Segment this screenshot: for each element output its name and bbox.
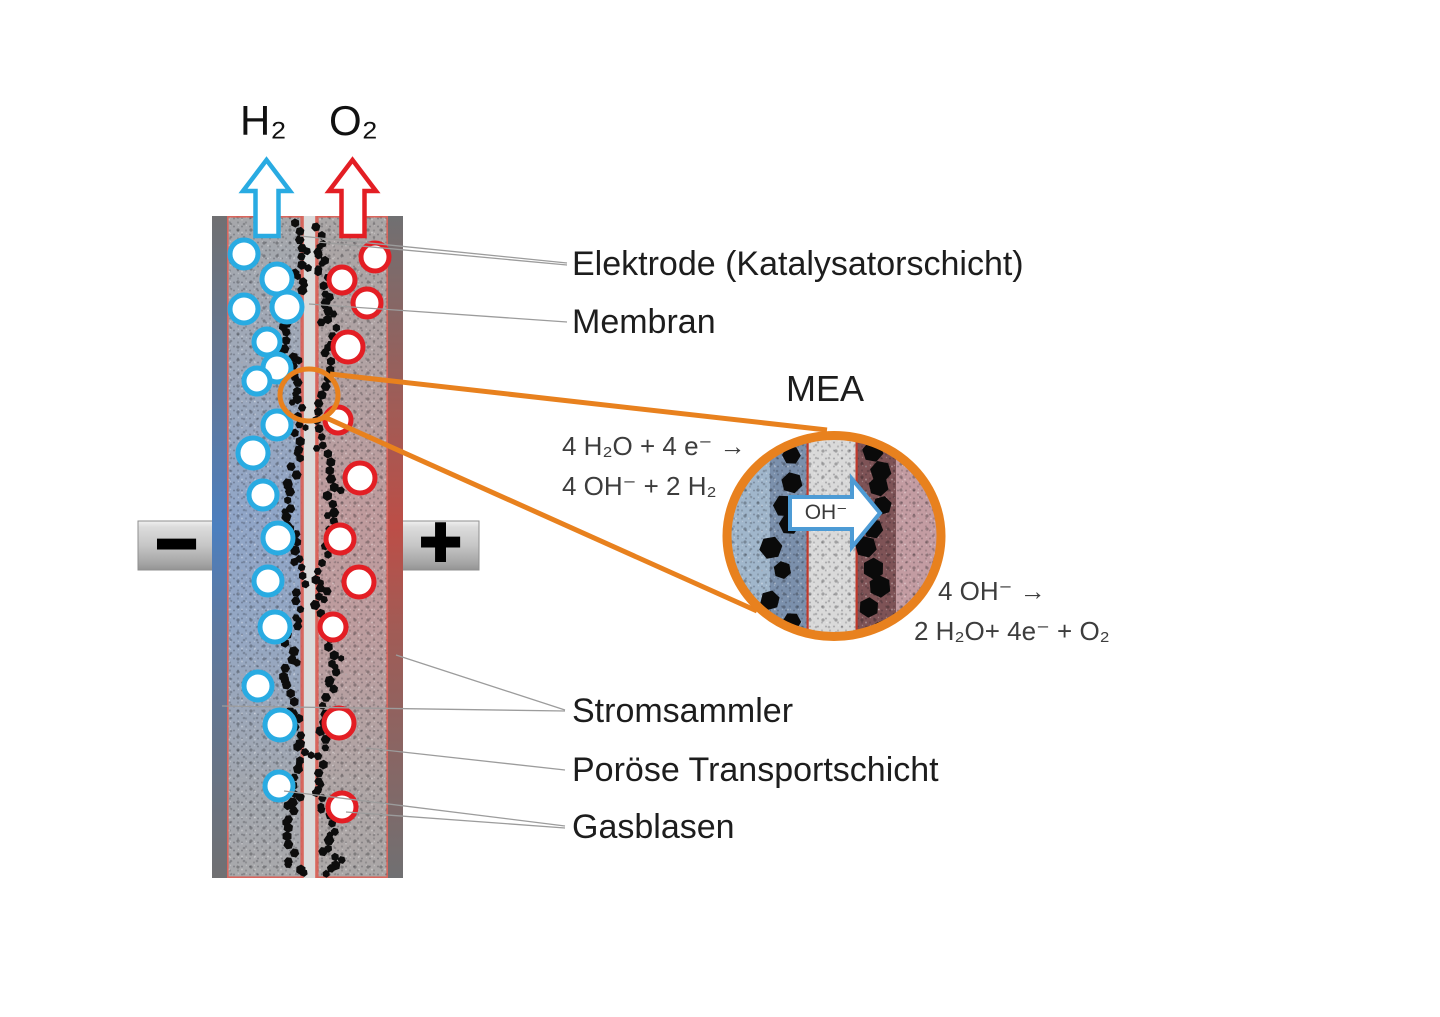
callout-line-elektrode-right <box>317 241 568 266</box>
label-gasblasen: Gasblasen <box>572 808 735 846</box>
o2-gas-bubbles <box>317 240 392 824</box>
membrane-edge-line <box>302 216 304 878</box>
callout-line-membran <box>308 303 568 323</box>
h2-up-arrow-icon <box>238 156 295 239</box>
mea-detail-view <box>722 431 946 641</box>
mea-zoom-ring <box>722 431 946 641</box>
porous-transport-layer-right <box>316 216 388 879</box>
o2-gas-label: O₂ <box>329 97 378 144</box>
membrane-edge-line <box>315 216 317 878</box>
label-membran: Membran <box>572 303 716 341</box>
callout-line-stromsammler-right <box>395 654 566 711</box>
current-collector-right <box>388 216 403 878</box>
zoom-connector-line-top <box>329 371 828 433</box>
callout-lines <box>221 235 568 829</box>
h2-gas-bubbles <box>227 237 305 803</box>
negative-terminal-sign: − <box>154 503 199 584</box>
cathode-reaction-equation: 4 H₂O + 4 e⁻ → 4 OH⁻ + 2 H₂ <box>562 426 746 506</box>
oh-ion-arrow-icon <box>788 473 883 553</box>
label-mea-title: MEA <box>786 368 865 409</box>
callout-line-poroese <box>365 747 566 771</box>
label-poroese-transportschicht: Poröse Transportschicht <box>572 751 939 789</box>
positive-terminal-sign: + <box>418 501 463 582</box>
oh-ion-arrow-label: OH⁻ <box>804 501 848 524</box>
callout-line-gasblasen-red <box>345 811 566 829</box>
callout-line-stromsammler-left <box>221 705 566 712</box>
electrolysis-cell <box>212 216 403 879</box>
h2-gas-label: H₂ <box>240 97 287 144</box>
positive-terminal <box>401 520 480 571</box>
zoom-connector-line-bottom <box>320 413 759 614</box>
callout-line-gasblasen-blue <box>283 790 566 827</box>
cathode-reaction-line2: 4 OH⁻ + 2 H₂ <box>562 471 717 501</box>
current-collector-left <box>212 216 227 878</box>
label-elektrode: Elektrode (Katalysatorschicht) <box>572 245 1024 283</box>
membrane-layer <box>302 216 317 878</box>
negative-terminal <box>137 520 216 571</box>
cathode-reaction-line1: 4 H₂O + 4 e⁻ → <box>562 431 746 461</box>
anode-reaction-line2: 2 H₂O+ 4e⁻ + O₂ <box>914 616 1110 646</box>
callout-line-elektrode-left <box>299 235 568 264</box>
o2-up-arrow-icon <box>324 156 381 239</box>
label-stromsammler: Stromsammler <box>572 692 794 730</box>
anode-reaction-line1: 4 OH⁻ → <box>938 576 1046 606</box>
zoom-source-circle <box>277 366 341 424</box>
anode-reaction-equation: 4 OH⁻ → 2 H₂O+ 4e⁻ + O₂ <box>914 571 1110 651</box>
